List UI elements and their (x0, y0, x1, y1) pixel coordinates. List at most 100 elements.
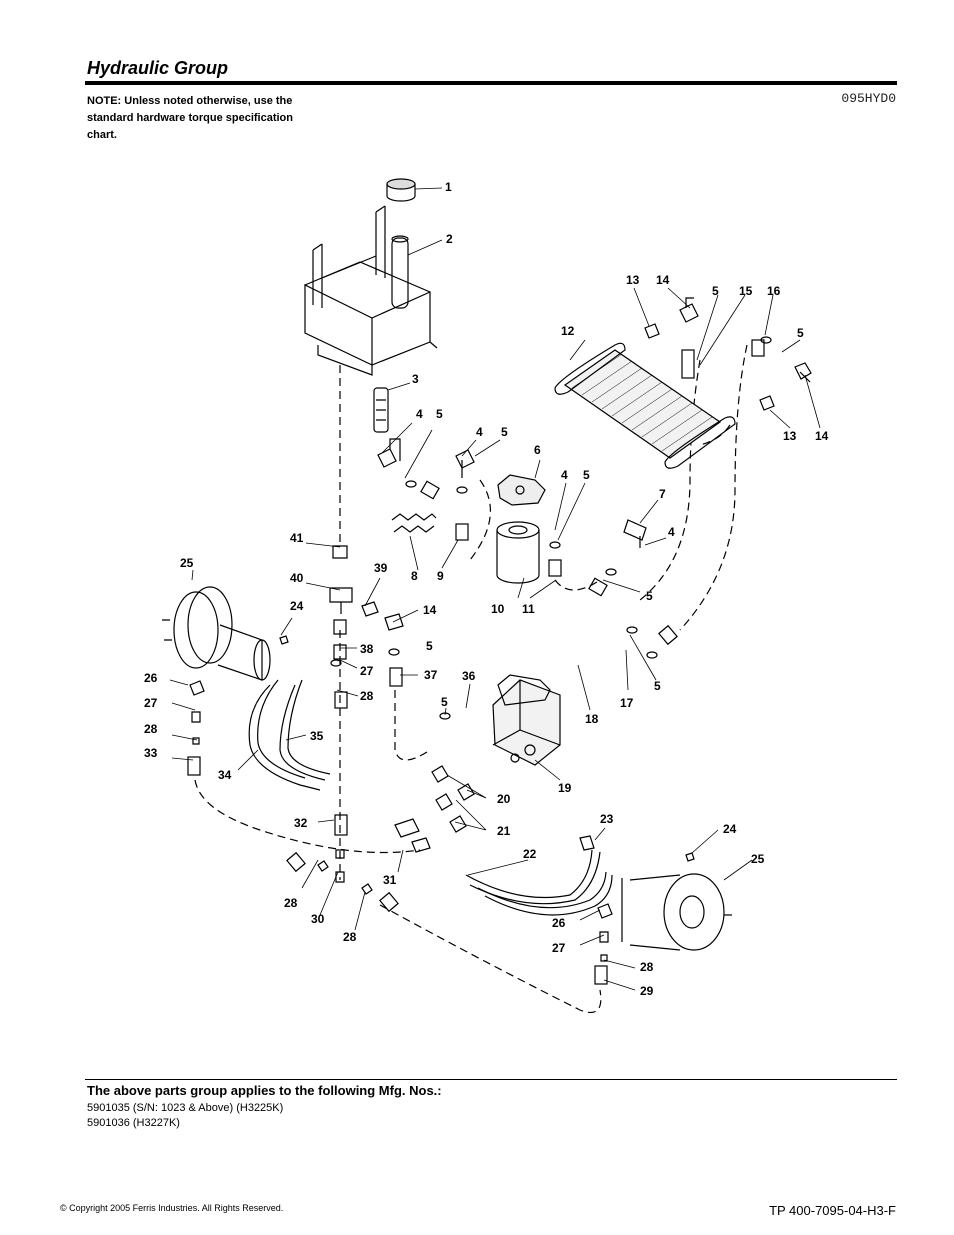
callout-label: 14 (656, 273, 670, 287)
callout-label: 13 (783, 429, 797, 443)
hydraulic-diagram: 1 2 3 4 5 4 5 6 4 5 7 4 8 9 10 11 5 12 1… (144, 178, 829, 1014)
hydraulic-hose-pair-right (465, 835, 613, 916)
elbow-fitting (455, 449, 475, 478)
callout-label: 28 (640, 960, 654, 974)
relief-spring (391, 513, 437, 533)
callout-label: 24 (290, 599, 304, 613)
callout-label: 29 (640, 984, 654, 998)
small-fitting (189, 635, 695, 962)
elbow-fitting (431, 765, 475, 833)
callout-label: 5 (654, 679, 661, 693)
callout-label: 26 (552, 916, 566, 930)
callout-label: 28 (144, 722, 158, 736)
elbow-fitting (377, 438, 401, 468)
callout-label: 6 (534, 443, 541, 457)
callout-label: 20 (497, 792, 511, 806)
callout-label: 40 (290, 571, 304, 585)
callout-label: 34 (218, 768, 232, 782)
hydraulic-pump (492, 674, 561, 766)
callout-label: 4 (416, 407, 423, 421)
hydraulic-hose-pair-left (248, 679, 331, 791)
callout-label: 14 (815, 429, 829, 443)
callout-label: 13 (626, 273, 640, 287)
callout-leaders (169, 187, 821, 991)
callout-label: 4 (561, 468, 568, 482)
callout-label: 5 (646, 589, 653, 603)
wheel-motor-right (621, 873, 732, 951)
callout-label: 25 (751, 852, 765, 866)
footer-rule (85, 1079, 897, 1080)
callout-label: 35 (310, 729, 324, 743)
applies-heading: The above parts group applies to the fol… (87, 1083, 442, 1098)
callout-label: 16 (767, 284, 781, 298)
callout-label: 4 (668, 525, 675, 539)
callout-label: 38 (360, 642, 374, 656)
tee-fitting (329, 545, 404, 660)
callout-label: 5 (426, 639, 433, 653)
reservoir-cap (386, 178, 416, 202)
mfg-number: 5901035 (S/N: 1023 & Above) (H3225K) (87, 1102, 284, 1114)
callout-label: 26 (144, 671, 158, 685)
callout-label: 24 (723, 822, 737, 836)
callout-label: 3 (412, 372, 419, 386)
torque-note: NOTE: Unless noted otherwise, use the st… (87, 95, 293, 141)
tee-fitting (394, 818, 431, 853)
callout-label: 5 (441, 695, 448, 709)
callout-label: 32 (294, 816, 308, 830)
callout-label: 30 (311, 912, 325, 926)
hose-section (187, 339, 765, 985)
callout-label: 25 (180, 556, 194, 570)
mfg-number: 5901036 (H3227K) (87, 1117, 180, 1129)
cooler-fitting (644, 297, 812, 411)
callout-label: 21 (497, 824, 511, 838)
hydraulic-reservoir (304, 205, 438, 376)
callout-label: 10 (491, 602, 505, 616)
callout-label: 4 (476, 425, 483, 439)
tp-number: TP 400-7095-04-H3-F (769, 1203, 896, 1218)
callout-label: 27 (144, 696, 158, 710)
callout-label: 33 (144, 746, 158, 760)
callout-labels: 1 2 3 4 5 4 5 6 4 5 7 4 8 9 10 11 5 12 1… (144, 180, 829, 998)
callout-label: 15 (739, 284, 753, 298)
drawing-code: 095HYD0 (841, 91, 896, 106)
callout-label: 9 (437, 569, 444, 583)
callout-label: 14 (423, 603, 437, 617)
oil-filter (496, 521, 540, 584)
callout-label: 1 (445, 180, 452, 194)
callout-label: 7 (659, 487, 666, 501)
page-title: Hydraulic Group (87, 58, 229, 78)
callout-label: 28 (360, 689, 374, 703)
filter-head (497, 474, 546, 506)
callout-label: 5 (583, 468, 590, 482)
callout-label: 27 (360, 664, 374, 678)
callout-label: 37 (424, 668, 438, 682)
callout-label: 23 (600, 812, 614, 826)
callout-label: 31 (383, 873, 397, 887)
hose-routing (194, 344, 748, 1014)
callout-label: 41 (290, 531, 304, 545)
elbow-fitting (623, 519, 647, 548)
oil-cooler (554, 342, 736, 469)
callout-label: 28 (284, 896, 298, 910)
callout-label: 18 (585, 712, 599, 726)
copyright: © Copyright 2005 Ferris Industries. All … (60, 1203, 284, 1213)
callout-label: 36 (462, 669, 476, 683)
o-ring (330, 336, 772, 720)
callout-label: 22 (523, 847, 537, 861)
callout-label: 2 (446, 232, 453, 246)
title-rule (85, 81, 897, 85)
wheel-motor-left (162, 586, 271, 681)
callout-label: 27 (552, 941, 566, 955)
callout-label: 17 (620, 696, 634, 710)
callout-label: 5 (712, 284, 719, 298)
callout-label: 5 (501, 425, 508, 439)
callout-label: 5 (436, 407, 443, 421)
callout-label: 28 (343, 930, 357, 944)
suction-strainer (373, 387, 389, 433)
callout-label: 11 (522, 602, 535, 616)
callout-label: 12 (561, 324, 575, 338)
callout-label: 19 (558, 781, 572, 795)
callout-label: 39 (374, 561, 388, 575)
callout-label: 5 (797, 326, 804, 340)
callout-label: 8 (411, 569, 418, 583)
